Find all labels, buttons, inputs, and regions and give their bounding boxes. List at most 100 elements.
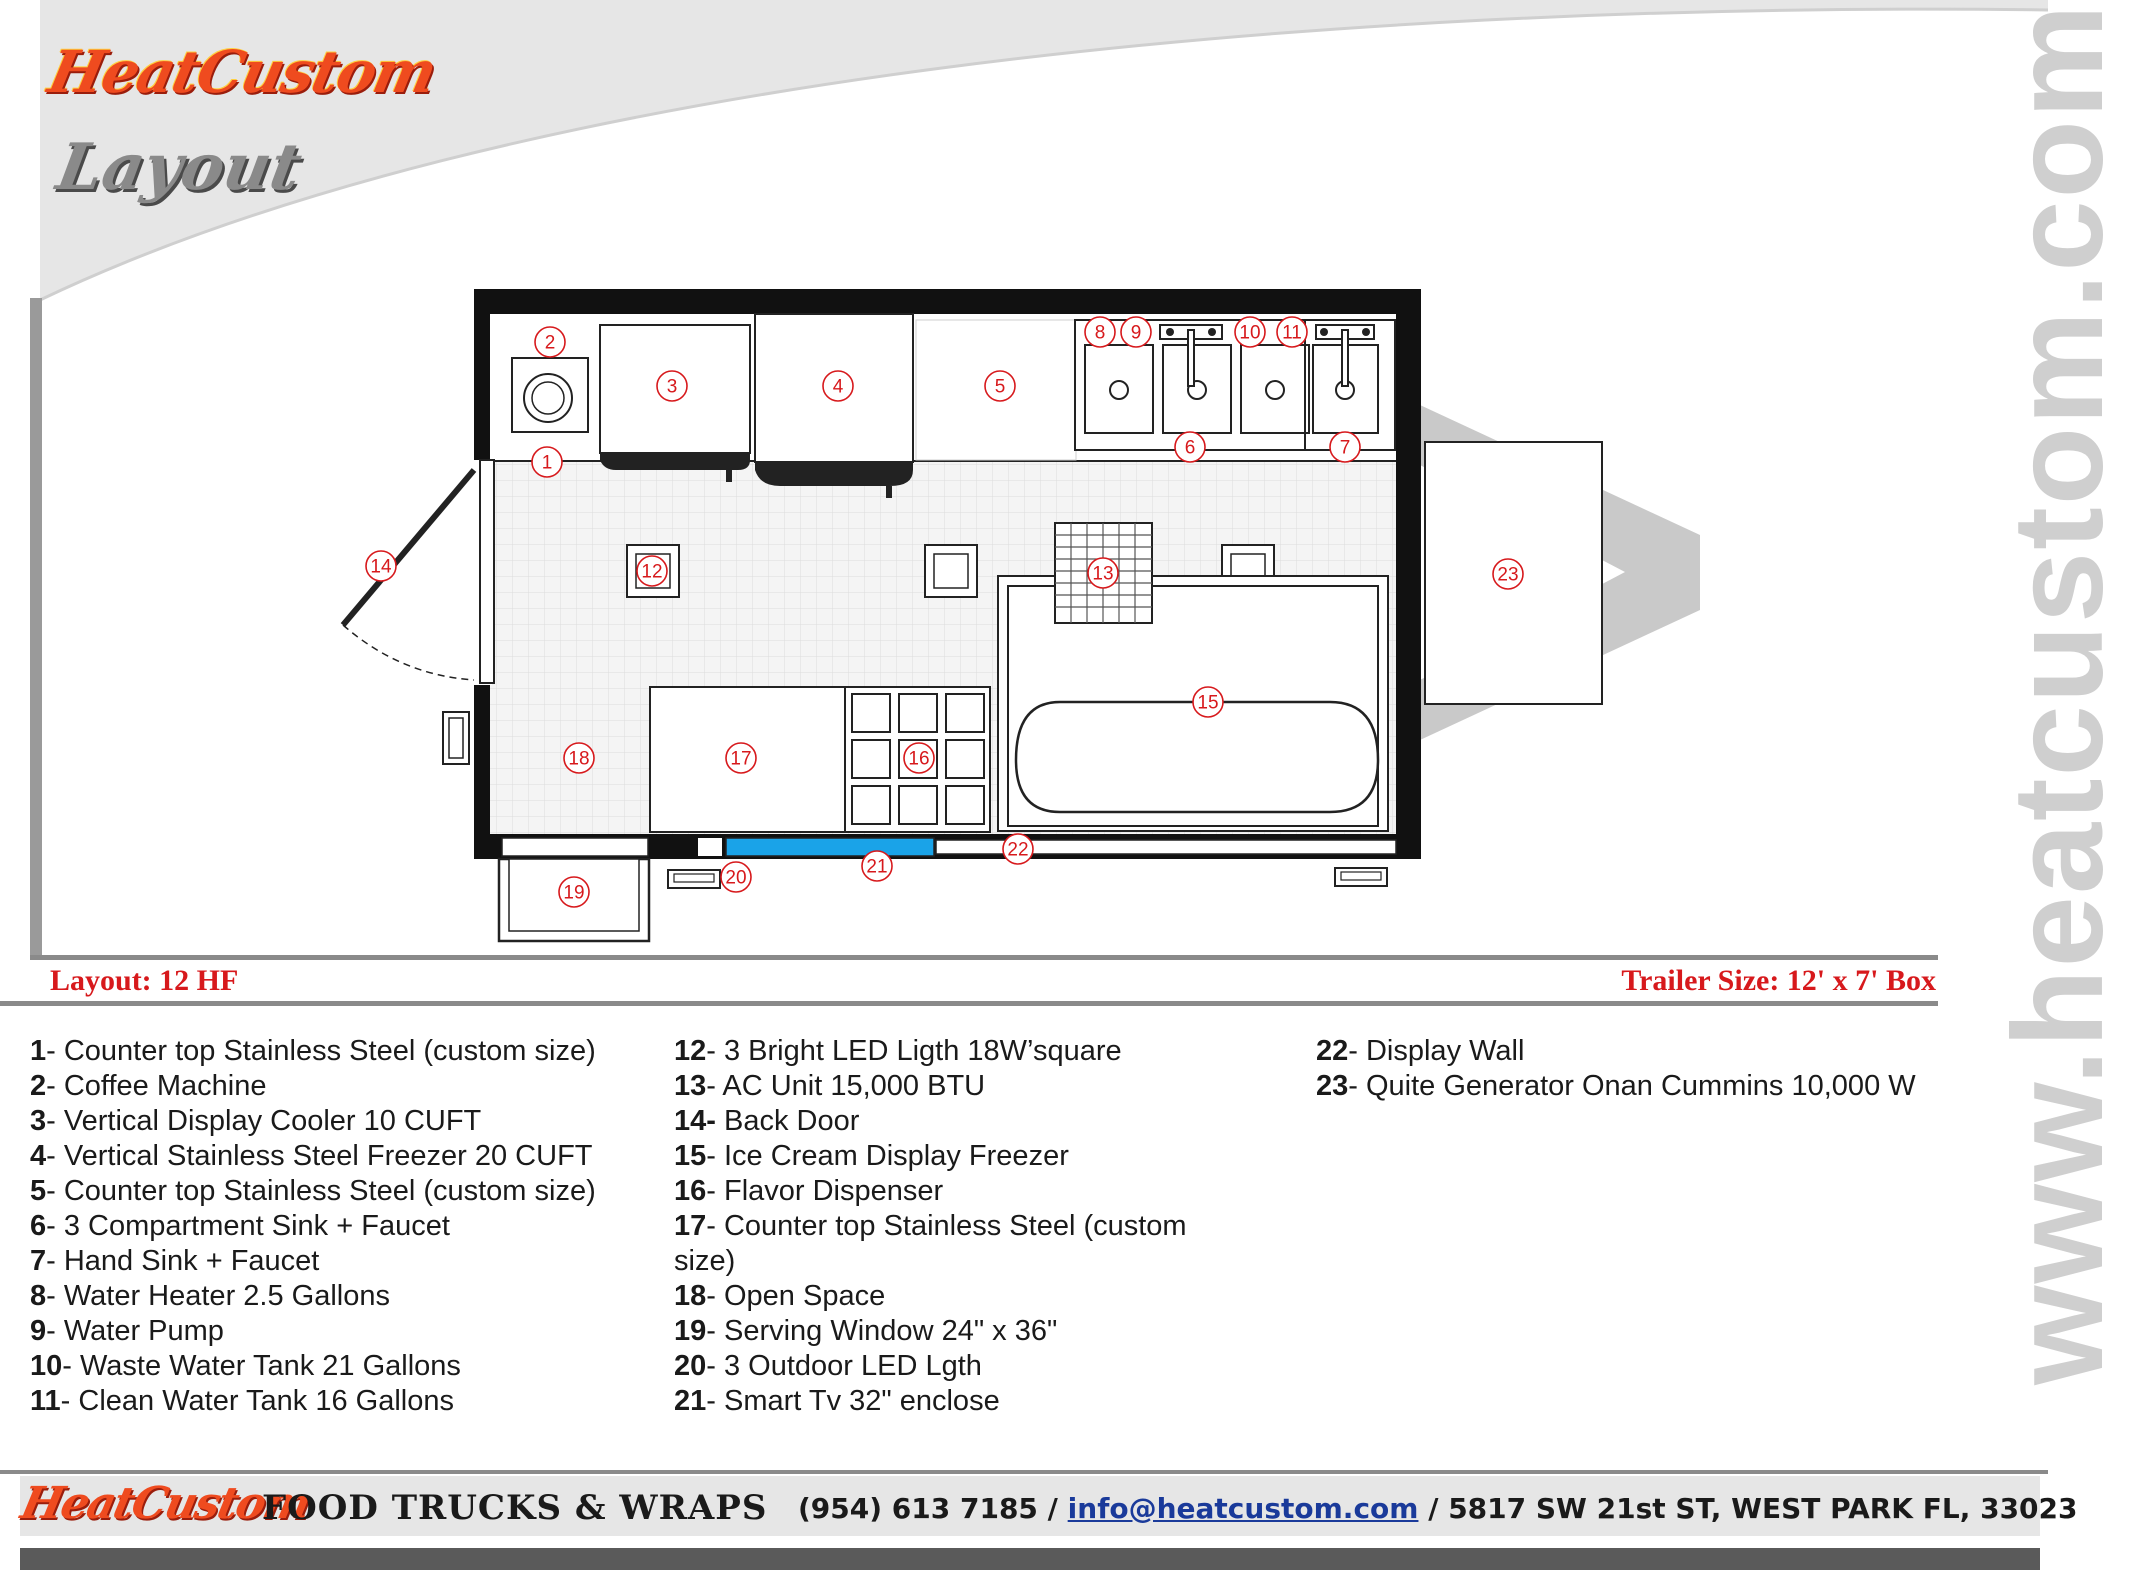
footer-address: 5817 SW 21st ST, WEST PARK FL, 33023: [1448, 1492, 2078, 1525]
diagram-marker-17: 17: [725, 742, 757, 774]
legend-number: 2: [30, 1070, 47, 1102]
legend-text: - 3 Bright LED Ligth 18W’square: [706, 1035, 1122, 1067]
marker-circle: [656, 370, 688, 402]
legend-item: 3- Vertical Display Cooler 10 CUFT: [30, 1104, 670, 1139]
marker-label: 23: [1497, 565, 1518, 586]
legend-number: 11: [30, 1385, 61, 1417]
legend-text: - AC Unit 15,000 BTU: [706, 1070, 986, 1102]
marker-circle: [1002, 833, 1034, 865]
marker-circle: [984, 370, 1016, 402]
legend-text: Back Door: [715, 1105, 860, 1137]
legend-item: 23- Quite Generator Onan Cummins 10,000 …: [1316, 1069, 1936, 1104]
legend-item: 19- Serving Window 24" x 36": [674, 1314, 1234, 1349]
legend-text: - Hand Sink + Faucet: [46, 1245, 320, 1277]
trailer-size: Trailer Size: 12' x 7' Box: [1621, 964, 1936, 997]
legend-text: - 3 Compartment Sink + Faucet: [46, 1210, 450, 1242]
footer-separator: /: [1037, 1492, 1068, 1525]
marker-circle: [822, 370, 854, 402]
marker-label: 2: [545, 333, 556, 354]
marker-circle: [1120, 316, 1152, 348]
diagram-marker-1: 1: [531, 446, 563, 478]
vertical-website-watermark: www.heatcustom.com: [1987, 2, 2130, 1385]
legend-item: 4- Vertical Stainless Steel Freezer 20 C…: [30, 1139, 670, 1174]
diagram-marker-22: 22: [1002, 833, 1034, 865]
marker-label: 14: [370, 557, 392, 578]
legend-item: 8- Water Heater 2.5 Gallons: [30, 1279, 670, 1314]
legend-number: 18: [674, 1280, 707, 1312]
legend-number: 13: [674, 1070, 707, 1102]
legend-number: 7: [30, 1245, 47, 1277]
marker-circle: [558, 876, 590, 908]
legend-item: 6- 3 Compartment Sink + Faucet: [30, 1209, 670, 1244]
diagram-marker-16: 16: [903, 742, 935, 774]
legend-item: 5- Counter top Stainless Steel (custom s…: [30, 1174, 670, 1209]
legend-number: 17: [674, 1210, 707, 1242]
legend-item: 16- Flavor Dispenser: [674, 1174, 1234, 1209]
back-door-leaf: [340, 468, 477, 627]
page-heading: Layout: [51, 130, 308, 205]
legend-number: 8: [30, 1280, 47, 1312]
marker-label: 4: [833, 377, 844, 398]
legend-item: 14- Back Door: [674, 1104, 1234, 1139]
marker-label: 20: [725, 868, 746, 889]
legend-number: 19: [674, 1315, 707, 1347]
legend-text: - Vertical Stainless Steel Freezer 20 CU…: [46, 1140, 593, 1172]
bottom-bar: [20, 1548, 2040, 1570]
marker-circle: [1087, 557, 1119, 589]
diagram-marker-15: 15: [1192, 686, 1224, 718]
marker-label: 7: [1340, 438, 1351, 459]
marker-circle: [1492, 558, 1524, 590]
marker-label: 13: [1092, 564, 1113, 585]
diagram-marker-3: 3: [656, 370, 688, 402]
legend-number: 14-: [674, 1105, 716, 1137]
legend-column-1: 1- Counter top Stainless Steel (custom s…: [30, 1034, 670, 1419]
diagram-marker-5: 5: [984, 370, 1016, 402]
display-wall: [935, 839, 1397, 855]
footer-band: [20, 1476, 2040, 1536]
diagram-marker-18: 18: [563, 742, 595, 774]
diagram-marker-20: 20: [720, 861, 752, 893]
marker-circle: [1329, 431, 1361, 463]
footer-email-link[interactable]: info@heatcustom.com: [1067, 1492, 1419, 1525]
marker-label: 10: [1239, 323, 1260, 344]
legend-number: 9: [30, 1315, 47, 1347]
marker-label: 18: [568, 749, 589, 770]
marker-circle: [725, 742, 757, 774]
marker-circle: [365, 550, 397, 582]
smart-tv: [725, 837, 935, 857]
marker-circle: [1174, 431, 1206, 463]
legend-item: 2- Coffee Machine: [30, 1069, 670, 1104]
legend-item: 12- 3 Bright LED Ligth 18W’square: [674, 1034, 1234, 1069]
footer-contact: (954) 613 7185 / info@heatcustom.com / 5…: [798, 1492, 2078, 1525]
legend-number: 16: [674, 1175, 707, 1207]
legend-number: 6: [30, 1210, 47, 1242]
layout-code: Layout: 12 HF: [50, 964, 239, 997]
diagram-marker-14: 14: [365, 550, 397, 582]
legend-number: 4: [30, 1140, 47, 1172]
legend-number: 5: [30, 1175, 47, 1207]
marker-circle: [861, 850, 893, 882]
marker-label: 15: [1197, 693, 1218, 714]
legend-number: 15: [674, 1140, 707, 1172]
legend-text: - Clean Water Tank 16 Gallons: [60, 1385, 454, 1417]
legend-number: 20: [674, 1350, 707, 1382]
diagram-marker-2: 2: [534, 326, 566, 358]
marker-label: 22: [1007, 840, 1028, 861]
diagram-marker-19: 19: [558, 876, 590, 908]
legend-item: 9- Water Pump: [30, 1314, 670, 1349]
legend-text: - Display Wall: [1348, 1035, 1525, 1067]
marker-label: 11: [1282, 323, 1302, 344]
marker-circle: [903, 742, 935, 774]
diagram-marker-12: 12: [636, 555, 668, 587]
legend-text: - Flavor Dispenser: [706, 1175, 944, 1207]
legend-number: 22: [1316, 1035, 1349, 1067]
legend-text: - Water Heater 2.5 Gallons: [46, 1280, 390, 1312]
marker-label: 8: [1095, 323, 1106, 344]
marker-label: 9: [1131, 323, 1142, 344]
legend-text: - Ice Cream Display Freezer: [706, 1140, 1069, 1172]
marker-label: 6: [1185, 438, 1196, 459]
legend-number: 10: [30, 1350, 63, 1382]
legend-text: - Vertical Display Cooler 10 CUFT: [46, 1105, 482, 1137]
legend-number: 23: [1316, 1070, 1349, 1102]
